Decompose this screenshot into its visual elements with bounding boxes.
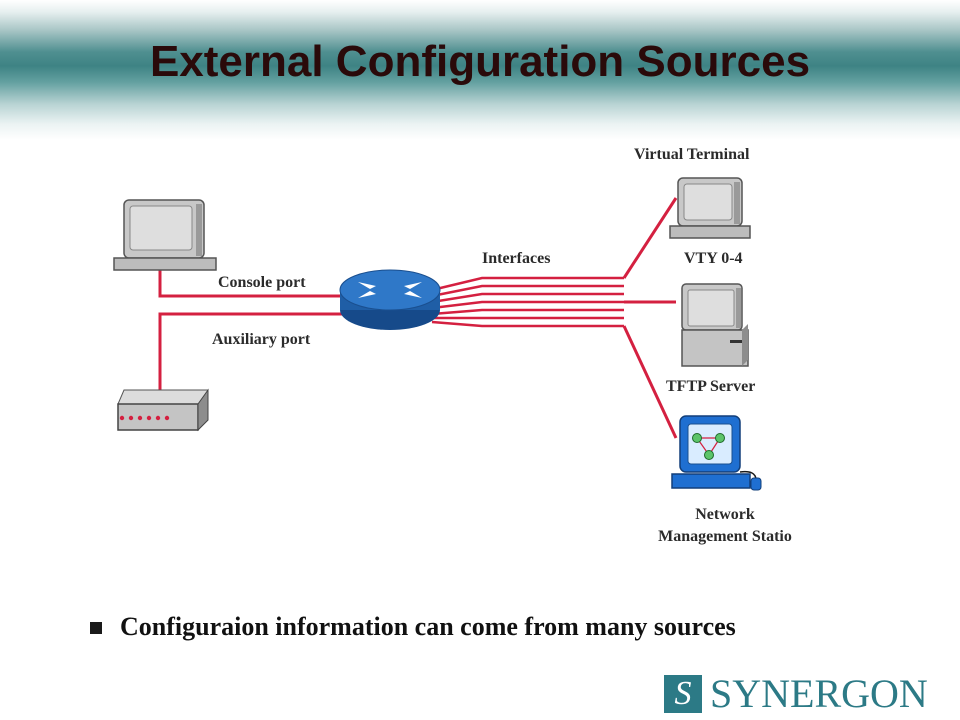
slide-title: External Configuration Sources [149,37,811,86]
tftp-server-label: TFTP Server [666,378,756,395]
nms-label-line1: Network [695,506,755,523]
bullet-item: Configuraion information can come from m… [90,612,736,642]
console-link [158,268,348,298]
header-band [0,0,960,140]
logo-wordmark: SYNERGON [710,671,928,716]
synergon-logo: S SYNERGON [664,674,928,714]
auxiliary-port-label: Auxiliary port [212,331,311,348]
nms-workstation-icon [671,415,762,491]
console-port-label: Console port [218,274,306,291]
vty-terminal-icon [669,177,751,239]
bullet-text: Configuraion information can come from m… [120,612,736,641]
console-terminal-icon [113,199,217,271]
square-bullet-icon [90,622,102,634]
nms-label-line2: Management Statio [658,528,792,545]
nms-label: Network Management Statio [620,506,830,546]
vty-link [622,197,678,279]
connection-lines [158,197,678,439]
modem-leds [119,415,170,421]
vty-label: VTY 0-4 [684,250,743,267]
auxiliary-link [158,312,348,400]
tftp-server-icon [681,283,749,367]
nms-link [622,325,678,439]
interface-links [431,276,624,328]
modem-icon [117,388,209,432]
router-icon [339,269,441,330]
interfaces-label: Interfaces [482,250,551,267]
virtual-terminal-label: Virtual Terminal [634,146,750,163]
logo-mark-icon: S [664,675,702,713]
